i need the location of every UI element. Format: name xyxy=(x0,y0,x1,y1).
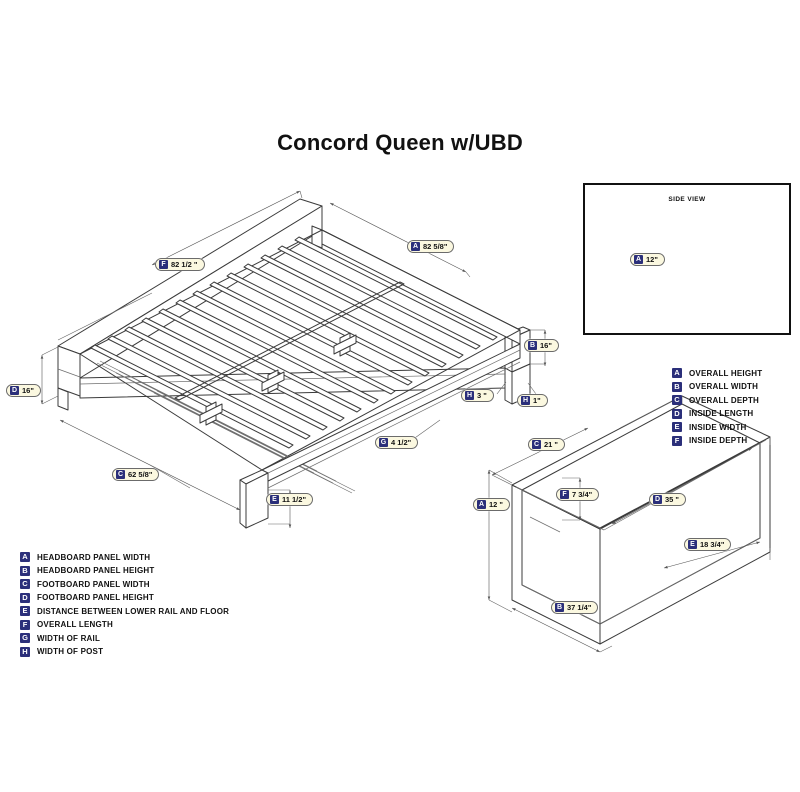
callout-value: 12" xyxy=(646,255,658,264)
legend-item-e: E DISTANCE BETWEEN LOWER RAIL AND FLOOR xyxy=(20,606,229,616)
legend-item-a: A OVERALL HEIGHT xyxy=(672,368,762,378)
drawer-callout-a-overall-height: A 12 " xyxy=(473,498,510,511)
callout-key: D xyxy=(10,386,19,395)
drawer-callout-c-overall-depth: C 21 " xyxy=(528,438,565,451)
callout-key: H xyxy=(521,396,530,405)
legend-label: DISTANCE BETWEEN LOWER RAIL AND FLOOR xyxy=(37,606,230,616)
callout-key: D xyxy=(653,495,662,504)
callout-key: E xyxy=(270,495,279,504)
page-title: Concord Queen w/UBD xyxy=(277,130,523,155)
legend-label: OVERALL DEPTH xyxy=(689,395,760,405)
callout-value: 82 1/2 " xyxy=(171,260,198,269)
bed-callout-c-footboard-panel-width: C 62 5/8" xyxy=(112,468,160,481)
drawer-callout-d-inside-length: D 35 " xyxy=(649,493,686,506)
legend-key: E xyxy=(672,422,682,432)
legend-key: F xyxy=(20,619,30,630)
callout-value: 16" xyxy=(22,386,34,395)
legend-label: FOOTBOARD PANEL HEIGHT xyxy=(37,593,154,602)
callout-value: 11 1/2" xyxy=(282,495,306,504)
bed-callout-d-footboard-panel-height: D 16" xyxy=(6,384,41,397)
legend-key: H xyxy=(20,646,30,657)
legend-label: INSIDE WIDTH xyxy=(689,422,747,432)
callout-key: C xyxy=(532,440,541,449)
legend-key: A xyxy=(672,368,682,378)
drawer-callout-f-inside-depth: F 7 3/4" xyxy=(556,488,600,501)
callout-value: 7 3/4" xyxy=(572,490,593,499)
side-view-callout-a: A 12" xyxy=(630,253,665,266)
drawer-dimension-lines xyxy=(487,395,771,653)
legend-label: OVERALL LENGTH xyxy=(37,620,113,629)
legend-item-c: C FOOTBOARD PANEL WIDTH xyxy=(20,579,229,589)
legend-key: B xyxy=(672,381,682,392)
side-view-title: SIDE VIEW xyxy=(668,196,706,203)
callout-key: F xyxy=(159,260,168,269)
legend-label: WIDTH OF RAIL xyxy=(37,633,101,643)
callout-value: 3 " xyxy=(477,391,487,400)
bed-callout-f-overall-length: F 82 1/2 " xyxy=(155,258,205,271)
legend-item-d: D FOOTBOARD PANEL HEIGHT xyxy=(20,592,229,603)
callout-key: B xyxy=(528,341,537,350)
legend-key: C xyxy=(20,579,30,589)
callout-key: A xyxy=(477,500,486,509)
bed-callout-h-width-of-post-1in: H 1" xyxy=(517,394,548,407)
legend-item-c: C OVERALL DEPTH xyxy=(672,395,762,405)
callout-value: 35 " xyxy=(665,495,679,504)
drawer-legend: A OVERALL HEIGHT B OVERALL WIDTH C OVERA… xyxy=(672,368,762,449)
bed-callout-b-headboard-panel-height: B 16" xyxy=(524,339,559,352)
legend-item-g: G WIDTH OF RAIL xyxy=(20,633,229,643)
legend-label: HEADBOARD PANEL HEIGHT xyxy=(37,566,155,575)
legend-label: INSIDE LENGTH xyxy=(689,409,754,418)
legend-item-h: H WIDTH OF POST xyxy=(20,646,229,657)
legend-label: FOOTBOARD PANEL WIDTH xyxy=(37,579,150,589)
callout-value: 62 5/8" xyxy=(128,470,153,479)
legend-key: D xyxy=(672,408,682,419)
callout-value: 18 3/4" xyxy=(700,540,725,549)
legend-item-f: F INSIDE DEPTH xyxy=(672,435,762,446)
legend-label: WIDTH OF POST xyxy=(37,647,104,656)
callout-value: 1" xyxy=(533,396,541,405)
legend-key: D xyxy=(20,592,30,603)
callout-key: B xyxy=(555,603,564,612)
legend-label: OVERALL HEIGHT xyxy=(689,368,763,378)
legend-item-b: B HEADBOARD PANEL HEIGHT xyxy=(20,565,229,576)
legend-key: A xyxy=(20,552,30,562)
legend-item-e: E INSIDE WIDTH xyxy=(672,422,762,432)
callout-value: 16" xyxy=(540,341,552,350)
callout-value: 4 1/2" xyxy=(391,438,412,447)
callout-key: G xyxy=(379,438,388,447)
legend-label: OVERALL WIDTH xyxy=(689,382,759,391)
bed-dimension-lines xyxy=(40,190,547,528)
bed-callout-g-width-of-rail: G 4 1/2" xyxy=(375,436,419,449)
bed-callout-h-width-of-post-3in: H 3 " xyxy=(461,389,494,402)
legend-key: B xyxy=(20,565,30,576)
legend-key: F xyxy=(672,435,682,446)
callout-key: A xyxy=(411,242,420,251)
legend-item-d: D INSIDE LENGTH xyxy=(672,408,762,419)
side-view-panel: SIDE VIEW xyxy=(583,183,791,335)
callout-key: A xyxy=(634,255,643,264)
legend-item-f: F OVERALL LENGTH xyxy=(20,619,229,630)
callout-value: 37 1/4" xyxy=(567,603,592,612)
legend-key: C xyxy=(672,395,682,405)
bed-legend: A HEADBOARD PANEL WIDTH B HEADBOARD PANE… xyxy=(20,552,229,660)
legend-key: E xyxy=(20,606,30,616)
legend-item-b: B OVERALL WIDTH xyxy=(672,381,762,392)
callout-value: 12 " xyxy=(489,500,503,509)
legend-key: G xyxy=(20,633,30,643)
callout-value: 21 " xyxy=(544,440,558,449)
bed-callout-a-headboard-panel-width: A 82 5/8" xyxy=(407,240,455,253)
callout-key: F xyxy=(560,490,569,499)
drawer-callout-b-overall-width: B 37 1/4" xyxy=(551,601,599,614)
bed-callout-e-lower-rail-to-floor: E 11 1/2" xyxy=(266,493,313,506)
drawer-callout-e-inside-width: E 18 3/4" xyxy=(684,538,732,551)
legend-label: INSIDE DEPTH xyxy=(689,436,748,445)
callout-key: H xyxy=(465,391,474,400)
legend-item-a: A HEADBOARD PANEL WIDTH xyxy=(20,552,229,562)
callout-key: E xyxy=(688,540,697,549)
callout-key: C xyxy=(116,470,125,479)
callout-value: 82 5/8" xyxy=(423,242,448,251)
legend-label: HEADBOARD PANEL WIDTH xyxy=(37,552,151,562)
